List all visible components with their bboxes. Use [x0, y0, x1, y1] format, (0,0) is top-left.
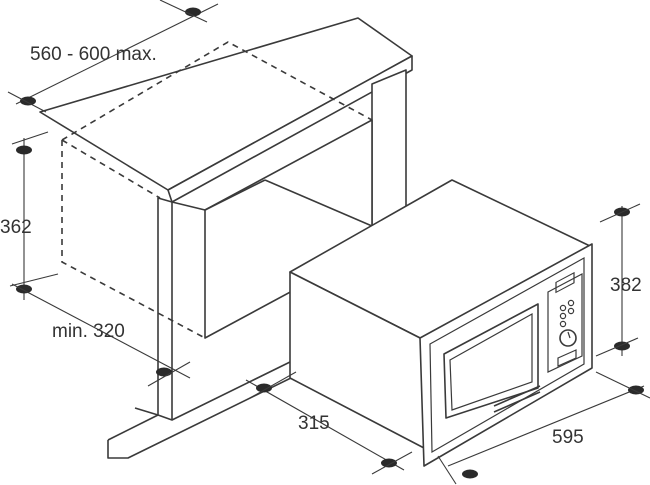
door-release-button	[557, 349, 577, 367]
label-oven-width: 595	[552, 427, 584, 448]
dimension-lines	[7, 0, 650, 485]
oven-control-panel	[547, 273, 583, 373]
control-button-5	[559, 320, 567, 328]
control-button-1	[559, 304, 567, 312]
control-button-4	[567, 307, 575, 315]
microwave-oven	[289, 179, 593, 467]
oven-display	[555, 271, 575, 294]
cabinet-left-panel	[157, 197, 173, 421]
control-knob	[559, 329, 577, 347]
control-button-3	[559, 312, 567, 320]
cabinet-right-side	[371, 69, 407, 227]
label-oven-depth: 315	[298, 413, 330, 434]
cavity-hidden-outline	[61, 41, 373, 141]
label-depth-range: 560 - 600 max.	[30, 44, 157, 65]
label-cavity-height: 362	[0, 217, 32, 238]
cabinet	[39, 17, 413, 459]
countertop-front-edge	[167, 55, 413, 203]
cabinet-base	[107, 375, 296, 459]
control-button-2	[567, 299, 575, 307]
label-cavity-min-width: min. 320	[52, 321, 125, 342]
label-oven-height: 382	[610, 275, 642, 296]
oven-door-window	[443, 303, 539, 419]
